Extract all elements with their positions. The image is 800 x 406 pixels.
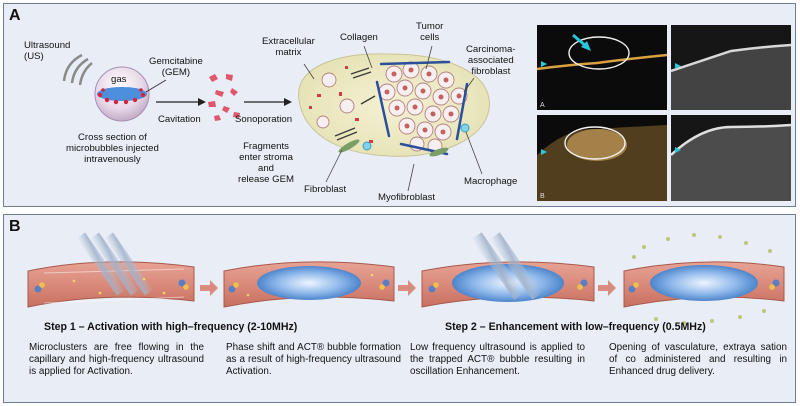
tumor-stroma-illustration bbox=[298, 53, 490, 157]
fragments-label: Fragments enter stroma and release GEM bbox=[238, 141, 294, 185]
fibroblast-label: Fibroblast bbox=[304, 184, 347, 195]
ultrasound-label: Ultrasound (US) bbox=[24, 40, 71, 62]
vessel-step2b bbox=[623, 233, 785, 325]
macrophage-label: Macrophage bbox=[464, 176, 518, 187]
step2-title: Step 2 – Enhancement with low–frequency … bbox=[445, 321, 706, 333]
step1b-description: Phase shift and ACT® bubble formation as… bbox=[226, 342, 401, 378]
step1-title: Step 1 – Activation with high–frequency … bbox=[44, 321, 298, 333]
ultrasound-image-a-bmode bbox=[671, 25, 791, 110]
vessel-step1b bbox=[223, 261, 395, 308]
cavitation-label: Cavitation bbox=[158, 114, 201, 125]
step2b-description: Opening of vasculature, extraya sation o… bbox=[609, 342, 787, 378]
panel-a-letter: A bbox=[9, 7, 21, 24]
cavitation-arrow bbox=[156, 98, 206, 106]
gemcitabine-pointer bbox=[145, 79, 167, 93]
panel-b-letter: B bbox=[9, 218, 21, 235]
caf-label: Carcinoma- associated fibroblast bbox=[466, 44, 516, 77]
collagen-label: Collagen bbox=[340, 32, 378, 43]
step1-description: Microclusters are free flowing in the ca… bbox=[29, 342, 204, 378]
fragments-icon bbox=[208, 74, 240, 121]
ultrasound-image-b-bmode bbox=[671, 115, 791, 201]
microbubble-icon bbox=[94, 66, 150, 122]
sonoporation-arrow bbox=[244, 98, 292, 106]
vessel-step1a bbox=[27, 232, 195, 308]
ultrasound-waves-icon bbox=[62, 53, 93, 86]
label-pointers bbox=[303, 45, 483, 192]
myofibroblast-label: Myofibroblast bbox=[378, 192, 436, 203]
cross-section-label: Cross section of microbubbles injected i… bbox=[66, 132, 159, 165]
extracellular-matrix-label: Extracellular matrix bbox=[262, 36, 315, 58]
vessel-sequence-illustration bbox=[27, 232, 785, 325]
tumor-cells-label: Tumor cells bbox=[416, 21, 444, 43]
gemcitabine-label: Gemcitabine (GEM) bbox=[149, 56, 203, 78]
panel-a: A Ultrasound (US) gas Gemcitabine (GEM) … bbox=[3, 3, 796, 207]
ultrasound-b-tag: B bbox=[540, 193, 545, 200]
step-arrow-3 bbox=[598, 280, 616, 296]
sonoporation-label: Sonoporation bbox=[235, 114, 293, 125]
step-arrow-1 bbox=[200, 280, 218, 296]
step-arrow-2 bbox=[398, 280, 416, 296]
panel-b: B bbox=[3, 214, 796, 403]
ultrasound-image-a-contrast: A bbox=[537, 25, 667, 110]
ultrasound-image-b-contrast: B bbox=[537, 115, 667, 201]
vessel-step2a bbox=[421, 232, 595, 308]
ultrasound-a-tag: A bbox=[540, 102, 545, 109]
gas-label: gas bbox=[111, 74, 127, 85]
step2-description: Low frequency ultrasound is applied to t… bbox=[410, 342, 585, 378]
